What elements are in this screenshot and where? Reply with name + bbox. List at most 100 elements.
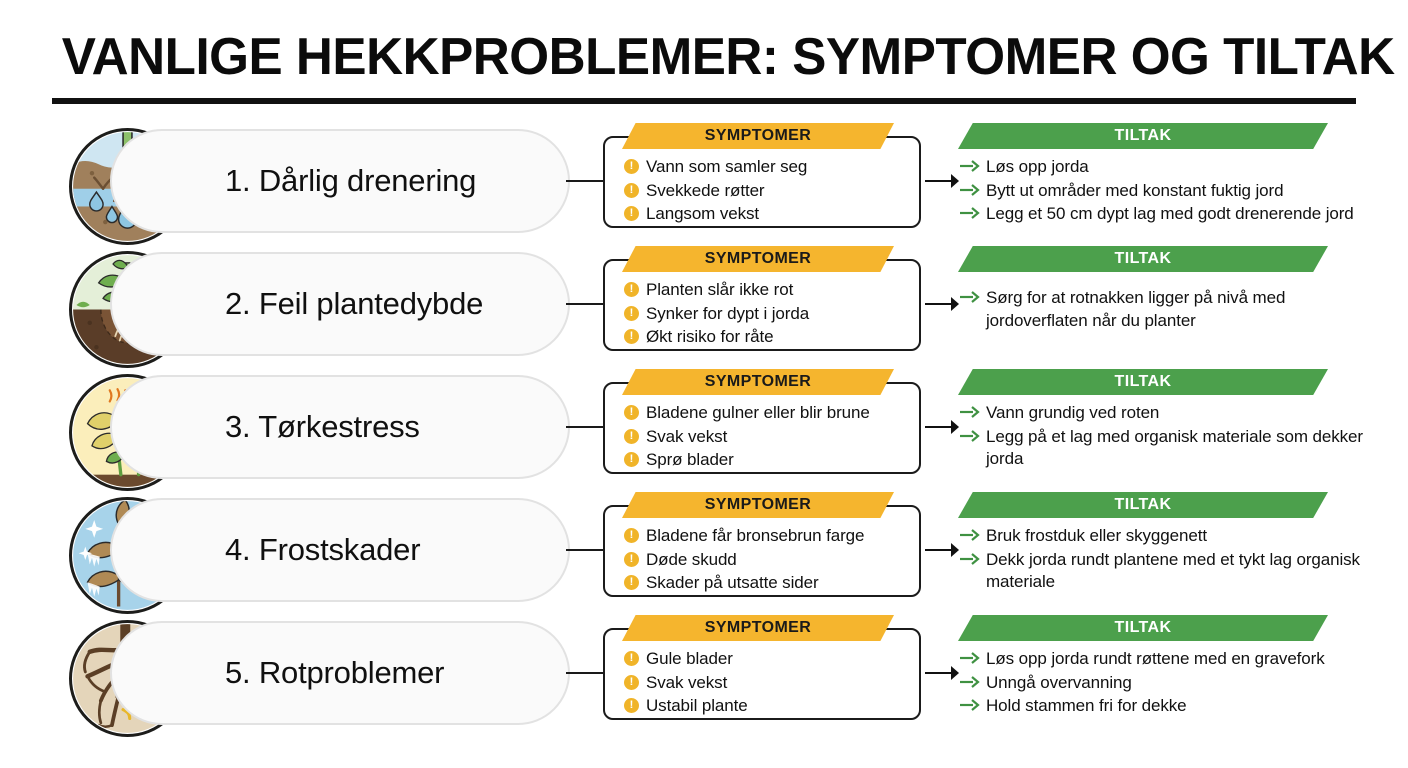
warning-icon — [624, 158, 639, 175]
warning-icon — [624, 281, 639, 298]
warning-icon — [624, 328, 639, 345]
symptom-text: Svekkede røtter — [646, 180, 765, 200]
action-banner-label: TILTAK — [1114, 373, 1172, 390]
problem-row: 4. Frostskader SYMPTOMER Bladene får bro… — [0, 489, 1408, 614]
symptom-item: Døde skudd — [624, 549, 924, 572]
problem-row: 2. Feil plantedybde SYMPTOMER Planten sl… — [0, 243, 1408, 368]
symptom-text: Svak vekst — [646, 426, 728, 446]
problem-pill[interactable] — [110, 252, 570, 356]
symptom-item: Bladene får bronsebrun farge — [624, 525, 924, 548]
title-block: VANLIGE HEKKPROBLEMER: SYMPTOMER OG TILT… — [52, 28, 1395, 104]
problem-pill[interactable] — [110, 621, 570, 725]
symptom-text: Svak vekst — [646, 672, 728, 692]
warning-icon — [624, 697, 639, 714]
symptom-item: Vann som samler seg — [624, 156, 924, 179]
symptom-banner: SYMPTOMER — [622, 369, 894, 395]
arrow-right-icon — [960, 160, 980, 172]
action-text: Bytt ut områder med konstant fuktig jord — [986, 180, 1284, 200]
symptom-text: Planten slår ikke rot — [646, 280, 794, 299]
action-text: Legg på et lag med organisk materiale so… — [986, 426, 1363, 469]
symptom-banner-label: SYMPTOMER — [704, 127, 812, 144]
action-list: Vann grundig ved roten Legg på et lag me… — [960, 402, 1400, 472]
arrow-right-icon — [960, 406, 980, 418]
action-list: Bruk frostduk eller skyggenett Dekk jord… — [960, 525, 1400, 595]
title-underline — [52, 98, 1356, 104]
problem-row: 1. Dårlig drenering SYMPTOMER Vann som s… — [0, 120, 1408, 245]
action-text: Dekk jorda rundt plantene med et tykt la… — [986, 549, 1360, 592]
symptom-list: Gule blader Svak vekst Ustabil plante — [624, 648, 924, 719]
action-banner: TILTAK — [958, 369, 1328, 395]
symptom-banner: SYMPTOMER — [622, 615, 894, 641]
connector-arrow-icon — [925, 174, 959, 188]
connector-line-left — [566, 672, 604, 674]
warning-icon — [624, 551, 639, 568]
connector-arrow-icon — [925, 297, 959, 311]
action-banner-label: TILTAK — [1114, 496, 1172, 513]
symptom-item: Svak vekst — [624, 426, 924, 449]
symptom-list: Vann som samler seg Svekkede røtter Lang… — [624, 156, 924, 227]
symptom-list: Bladene får bronsebrun farge Døde skudd … — [624, 525, 924, 596]
symptom-text: Gule blader — [646, 649, 733, 668]
arrow-right-icon — [960, 652, 980, 664]
symptom-item: Økt risiko for råte — [624, 326, 924, 349]
warning-icon — [624, 182, 639, 199]
action-list: Sørg for at rotnakken ligger på nivå med… — [960, 287, 1400, 333]
action-item: Sørg for at rotnakken ligger på nivå med… — [960, 287, 1400, 332]
symptom-text: Sprø blader — [646, 450, 734, 470]
warning-icon — [624, 305, 639, 322]
symptom-text: Ustabil plante — [646, 696, 748, 716]
action-item: Legg et 50 cm dypt lag med godt dreneren… — [960, 203, 1400, 226]
symptom-item: Ustabil plante — [624, 695, 924, 718]
action-text: Vann grundig ved roten — [986, 403, 1160, 422]
action-list: Løs opp jorda rundt røttene med en grave… — [960, 648, 1400, 719]
arrow-right-icon — [960, 291, 980, 303]
action-banner-label: TILTAK — [1114, 619, 1172, 636]
symptom-text: Økt risiko for råte — [646, 327, 774, 347]
arrow-right-icon — [960, 699, 980, 712]
page-title: VANLIGE HEKKPROBLEMER: SYMPTOMER OG TILT… — [61, 28, 1395, 86]
arrow-right-icon — [960, 529, 980, 541]
symptom-card — [603, 628, 921, 720]
action-item: Unngå overvanning — [960, 672, 1400, 695]
action-banner-label: TILTAK — [1114, 250, 1172, 267]
action-text: Legg et 50 cm dypt lag med godt dreneren… — [986, 204, 1354, 224]
problem-pill[interactable] — [110, 129, 570, 233]
action-item: Bruk frostduk eller skyggenett — [960, 525, 1400, 548]
connector-line-left — [566, 549, 604, 551]
action-banner: TILTAK — [958, 615, 1328, 641]
symptom-banner: SYMPTOMER — [622, 246, 894, 272]
problem-title: 1. Dårlig drenering — [225, 163, 477, 198]
warning-icon — [624, 404, 639, 421]
action-text: Unngå overvanning — [986, 672, 1132, 692]
action-item: Vann grundig ved roten — [960, 402, 1400, 425]
symptom-banner: SYMPTOMER — [622, 123, 894, 149]
symptom-item: Gule blader — [624, 648, 924, 671]
action-item: Hold stammen fri for dekke — [960, 695, 1400, 718]
symptom-item: Bladene gulner eller blir brune — [624, 402, 924, 425]
symptom-text: Skader på utsatte sider — [646, 573, 819, 593]
symptom-item: Planten slår ikke rot — [624, 279, 924, 302]
warning-icon — [624, 650, 639, 667]
symptom-item: Synker for dypt i jorda — [624, 303, 924, 326]
symptom-text: Langsom vekst — [646, 204, 760, 224]
connector-arrow-icon — [925, 666, 959, 680]
action-item: Legg på et lag med organisk materiale so… — [960, 426, 1400, 471]
action-text: Løs opp jorda rundt røttene med en grave… — [986, 649, 1325, 668]
symptom-text: Bladene gulner eller blir brune — [646, 403, 870, 422]
connector-line-left — [566, 426, 604, 428]
symptom-text: Vann som samler seg — [646, 157, 808, 176]
symptom-list: Bladene gulner eller blir brune Svak vek… — [624, 402, 924, 473]
arrow-right-icon — [960, 675, 980, 688]
symptom-item: Svak vekst — [624, 672, 924, 695]
action-item: Løs opp jorda rundt røttene med en grave… — [960, 648, 1400, 671]
action-text: Hold stammen fri for dekke — [986, 696, 1187, 716]
problem-row: 3. Tørkestress SYMPTOMER Bladene gulner … — [0, 366, 1408, 491]
problem-title: 2. Feil plantedybde — [225, 286, 484, 321]
warning-icon — [624, 527, 639, 544]
problem-title: 3. Tørkestress — [225, 409, 420, 444]
arrow-right-icon — [960, 207, 980, 220]
warning-icon — [624, 428, 639, 445]
symptom-item: Svekkede røtter — [624, 180, 924, 203]
arrow-right-icon — [960, 183, 980, 196]
